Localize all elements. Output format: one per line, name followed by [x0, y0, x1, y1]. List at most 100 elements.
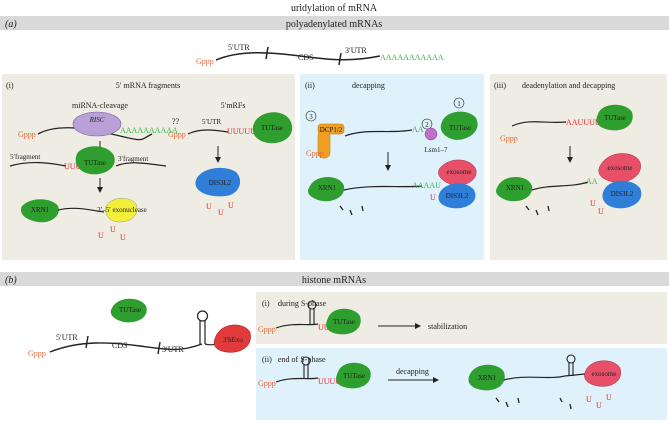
- dis3l2-enzyme: [438, 183, 476, 209]
- step-3: 3: [309, 113, 313, 121]
- dis3l2-enzyme: [195, 167, 241, 197]
- top-mrna: Gppp 5′UTR CDS 3′UTR AAAAAAAAAAA: [196, 43, 444, 66]
- tutase-enzyme: [252, 112, 293, 144]
- degraded-fragments: [495, 397, 572, 410]
- tutase-label: TUTase: [119, 306, 141, 314]
- tutase-enzyme: [75, 146, 115, 175]
- section-a-header: polyadenylated mRNAs: [286, 19, 382, 30]
- cap-label: Gppp: [196, 57, 214, 66]
- polya-tail: AAAAAAAAAAA: [380, 53, 444, 62]
- mrna-strand: [275, 323, 319, 329]
- step-marker: [453, 97, 465, 109]
- exonuclease-enzyme: [105, 198, 138, 223]
- tutase-label: TUTase: [333, 318, 355, 326]
- cap-label: Gppp: [28, 349, 46, 358]
- aau-tail: AAAAU: [412, 181, 441, 190]
- panel-b-i-label: (i): [262, 299, 270, 308]
- released-u: U: [120, 233, 126, 242]
- fragment5-strand: [9, 161, 67, 167]
- exosome-label: exosome: [592, 370, 617, 378]
- lsm-ring: [424, 127, 438, 141]
- utr3-label: 3′UTR: [162, 345, 184, 354]
- utr5-label: 5′UTR: [228, 43, 250, 52]
- risc-complex: [72, 111, 122, 137]
- released-u: U: [110, 225, 116, 234]
- lsm-label: Lsm1–7: [425, 146, 448, 154]
- step-1: 1: [457, 100, 461, 108]
- panel-a-i-label: (i): [6, 81, 14, 90]
- mrna-strand: [343, 185, 423, 191]
- utr-boundary: [85, 335, 89, 349]
- dis3l2-enzyme: [602, 180, 642, 209]
- mrna-strand: [511, 121, 567, 127]
- u-tail: UUUU: [318, 377, 341, 386]
- stem: [309, 308, 315, 324]
- released-u: U: [228, 201, 234, 210]
- released-u: U: [598, 207, 604, 216]
- polya-tail: AAAAAAAAAA: [120, 126, 178, 135]
- fragment3-label: 3′fragment: [118, 155, 148, 163]
- section-b-header: histone mRNAs: [302, 275, 366, 286]
- panel-b-i: [256, 292, 667, 344]
- xrn1-enzyme: [308, 177, 345, 202]
- stem-loop-icon: [196, 310, 209, 322]
- mrna-strand: [37, 127, 153, 141]
- panel-a-iii-label: (iii): [494, 81, 506, 90]
- mrna-strand: [503, 373, 586, 381]
- tutase-label: TUTase: [604, 114, 626, 122]
- u-tail: UU: [318, 323, 330, 332]
- dcp-complex-body: [317, 129, 331, 159]
- panel-a-ii-title: decapping: [352, 81, 385, 90]
- mrna-strand: [531, 181, 589, 191]
- exosome-enzyme: [438, 159, 477, 186]
- fragment3-strand: [115, 162, 167, 167]
- u-tail: AAUUUU: [566, 118, 601, 127]
- utr5-label: 5′UTR: [56, 333, 78, 342]
- mrna-strand: [49, 342, 203, 353]
- section-a-header-bar: [0, 16, 669, 30]
- step-marker: [421, 118, 433, 130]
- step-marker: [305, 110, 317, 122]
- tutase-label: TUTase: [449, 124, 471, 132]
- utr3-label: 3′UTR: [345, 46, 367, 55]
- section-b-header-bar: [0, 272, 669, 286]
- released-u: U: [606, 393, 612, 402]
- tutase-enzyme: [440, 111, 478, 140]
- mrna-strand: [215, 52, 381, 61]
- exosome-label: exosome: [608, 164, 633, 172]
- section-a-letter: (a): [5, 19, 17, 30]
- xrn1-label: XRN1: [478, 374, 497, 382]
- unknown-label: ??: [172, 117, 180, 126]
- tutase-enzyme: [326, 308, 361, 335]
- panel-a-i: [2, 74, 295, 260]
- aa-tail: AA: [412, 125, 424, 134]
- hexo-label: 3′hExo: [223, 336, 243, 344]
- xrn1-enzyme: [496, 177, 533, 202]
- released-u: U: [98, 231, 104, 240]
- cds-label: CDS: [112, 341, 128, 350]
- xrn1-label: XRN1: [506, 184, 525, 192]
- cap-label: Gppp: [258, 379, 276, 388]
- mrna-strand: [344, 129, 413, 137]
- tutase-enzyme: [596, 104, 633, 131]
- stem: [568, 362, 574, 376]
- tutase-label: TUTase: [261, 124, 283, 132]
- xrn1-enzyme: [468, 364, 505, 391]
- degraded-fragments: [525, 205, 550, 216]
- tutase-enzyme: [336, 362, 371, 389]
- released-u: U: [596, 401, 602, 410]
- exosome-enzyme: [584, 360, 621, 387]
- cds-label: CDS: [298, 53, 314, 62]
- hexo-enzyme: [213, 324, 251, 353]
- panel-a-ii-label: (ii): [305, 81, 315, 90]
- dis3l2-label: DIS3L2: [446, 192, 469, 200]
- degraded-fragments: [339, 205, 364, 216]
- xrn1-label: XRN1: [31, 206, 50, 214]
- cap-label: Gppp: [168, 130, 186, 139]
- cap-label: Gppp: [18, 130, 36, 139]
- mrf-label: 5′mRFs: [221, 101, 246, 110]
- released-u: U: [430, 193, 436, 202]
- panel-a-iii-title: deadenylation and decapping: [522, 81, 615, 90]
- released-u: U: [586, 395, 592, 404]
